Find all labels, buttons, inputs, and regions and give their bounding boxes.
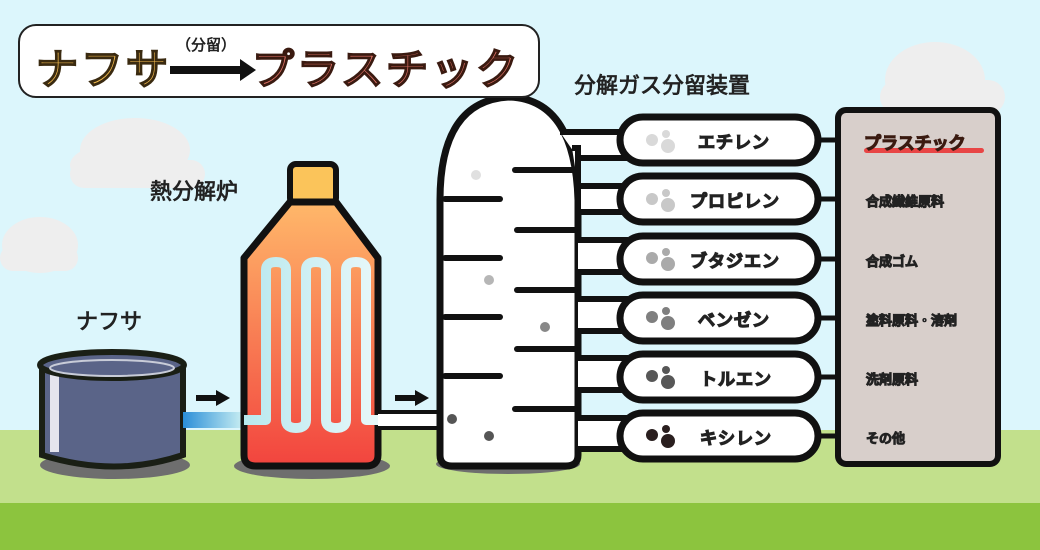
fraction-name: トルエン xyxy=(699,369,772,390)
molecule-icon xyxy=(646,130,675,448)
naphtha-label: ナフサ xyxy=(76,310,143,335)
fraction-use: 洗剤原料 xyxy=(865,373,919,389)
cloud-icon xyxy=(880,42,1005,118)
highlight-underline xyxy=(864,148,984,153)
fraction-pills xyxy=(616,113,822,463)
cloud-icon xyxy=(70,118,205,188)
title-source: ナフサ xyxy=(35,44,172,95)
fraction-use: 塗料原料・溶剤 xyxy=(865,314,958,330)
flow-arrow-icon xyxy=(395,390,429,406)
cracked-gas-pipe xyxy=(378,410,444,430)
furnace-label: 熱分解炉 xyxy=(150,180,239,205)
fraction-name: ベンゼン xyxy=(697,310,770,331)
distiller-label: 分解ガス分留装置 xyxy=(574,74,751,99)
right-arrow-icon xyxy=(170,59,256,81)
naphtha-tank xyxy=(37,349,190,479)
title-product: プラスチック xyxy=(251,44,522,95)
fraction-name: ブタジエン xyxy=(689,251,780,272)
distillation-column xyxy=(436,93,582,474)
cloud-icon xyxy=(0,217,78,273)
fraction-use: その他 xyxy=(865,432,906,448)
title-process: （分留） xyxy=(176,36,237,54)
flow-arrow-icon xyxy=(196,390,230,406)
fraction-use: プラスチック xyxy=(863,133,966,154)
products-box xyxy=(835,107,1001,467)
fraction-use: 合成繊維原料 xyxy=(865,195,945,211)
fraction-name: キシレン xyxy=(699,428,772,449)
cracking-furnace xyxy=(234,161,444,479)
feed-pipe xyxy=(183,412,243,428)
fraction-pipes xyxy=(560,129,628,452)
title-banner: ナフサ （分留） プラスチック xyxy=(18,24,540,98)
fraction-name: プロピレン xyxy=(689,191,780,212)
fraction-name: エチレン xyxy=(697,132,770,153)
fraction-use: 合成ゴム xyxy=(865,255,919,271)
